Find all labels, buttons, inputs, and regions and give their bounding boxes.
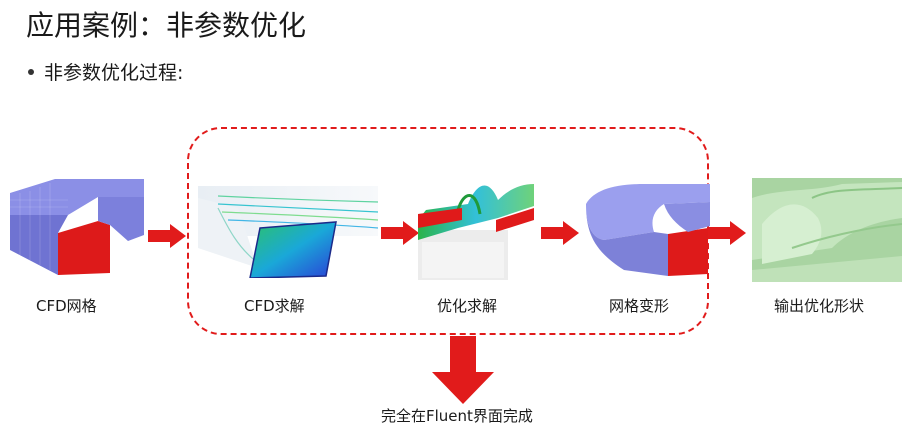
down-arrow-icon (432, 336, 494, 408)
stage-label-opt-solve: 优化求解 (437, 297, 498, 315)
bullet-text: 非参数优化过程: (44, 62, 184, 84)
footer-note: 完全在Fluent界面完成 (381, 407, 533, 425)
stage-image-output-shape (752, 178, 902, 282)
stage-label-output-shape: 输出优化形状 (774, 297, 865, 315)
page-title: 应用案例：非参数优化 (26, 9, 307, 42)
stage-label-cfd-solve: CFD求解 (244, 297, 305, 315)
stage-image-cfd-solve (198, 178, 378, 278)
right-arrow-icon (708, 221, 746, 249)
bullet-dot-icon (28, 68, 34, 75)
right-arrow-icon (148, 224, 186, 252)
right-arrow-icon (541, 221, 579, 249)
stage-label-cfd-mesh: CFD网格 (36, 297, 97, 315)
right-arrow-icon (381, 221, 419, 249)
bullet-item: 非参数优化过程: (28, 58, 183, 85)
stage-image-opt-solve (418, 180, 538, 282)
stage-label-mesh-morph: 网格变形 (609, 297, 670, 315)
stage-image-cfd-mesh (10, 175, 150, 280)
stage-image-mesh-morph (584, 180, 710, 282)
